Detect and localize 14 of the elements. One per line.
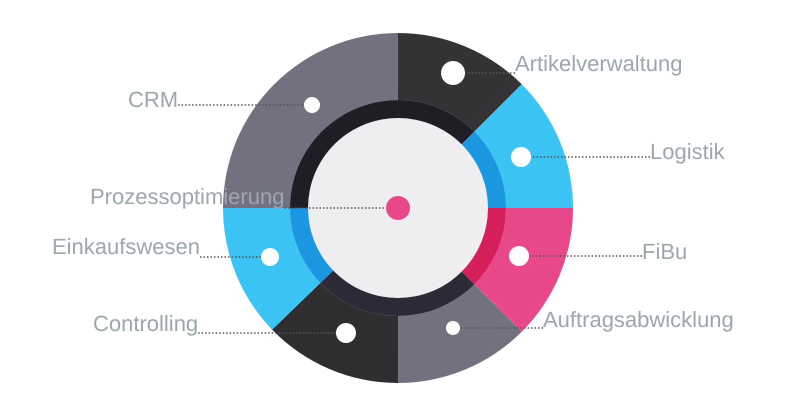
segment-label: Einkaufswesen xyxy=(52,235,200,259)
leader-line xyxy=(460,327,543,329)
leader-line xyxy=(198,332,336,334)
leader-line xyxy=(284,207,386,209)
segment-label: CRM xyxy=(128,88,178,112)
segment-label: Auftragsabwicklung xyxy=(543,308,734,332)
leader-line xyxy=(200,256,261,258)
segment-label: Artikelverwaltung xyxy=(515,52,683,76)
leader-line xyxy=(531,156,650,158)
segment-label: Logistik xyxy=(650,140,725,164)
leader-line xyxy=(178,104,304,106)
segment-label: FiBu xyxy=(642,240,688,264)
segment-label: Controlling xyxy=(93,312,198,336)
leader-line xyxy=(529,255,642,257)
